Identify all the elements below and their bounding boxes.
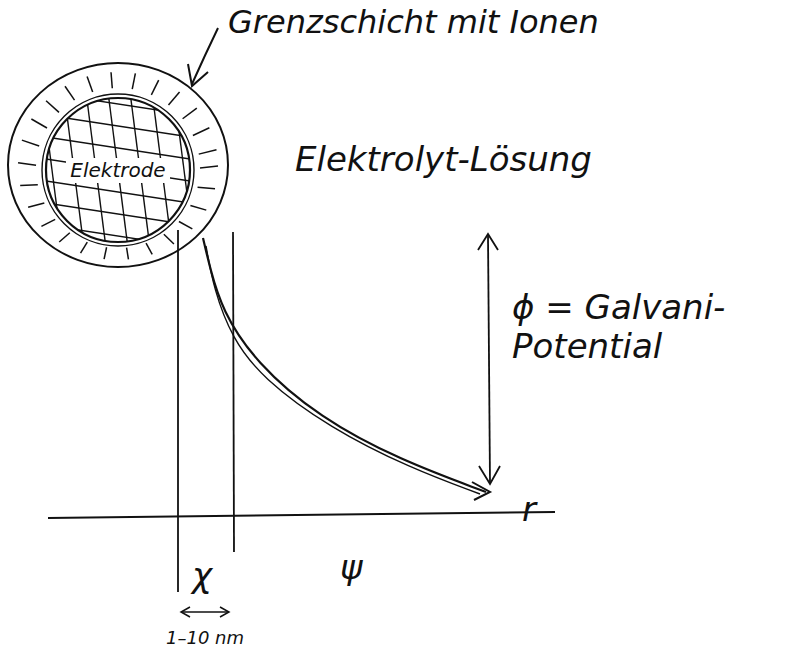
region-symbol: ψ xyxy=(340,548,362,587)
ion-tick xyxy=(41,219,55,226)
electrode-node: Elektrode xyxy=(66,158,169,183)
ion-tick xyxy=(151,80,158,95)
hatch-line xyxy=(0,92,18,248)
ion-tick xyxy=(190,206,206,211)
pointer-head xyxy=(188,64,208,86)
dimension-label: 1–10 nm xyxy=(166,628,244,649)
ion-tick xyxy=(146,243,152,254)
hatch-line xyxy=(40,246,196,270)
ion-tick xyxy=(81,242,88,253)
ion-tick xyxy=(59,233,70,242)
ion-tick xyxy=(22,140,39,146)
hatch-line xyxy=(40,92,196,116)
hatch-line xyxy=(40,70,196,94)
hatch-line xyxy=(40,136,196,160)
ion-tick xyxy=(65,86,75,100)
potential-label: ϕ = Galvani-Potential xyxy=(512,288,784,366)
ion-tick xyxy=(183,108,197,119)
hatch-line xyxy=(40,180,196,204)
region-line xyxy=(177,230,179,592)
dimension-arrow xyxy=(182,611,228,613)
potential-curve xyxy=(203,238,490,500)
hatch-line xyxy=(196,92,216,248)
electrode-outline-second xyxy=(42,94,194,246)
ion-tick xyxy=(168,92,179,105)
ion-tick xyxy=(111,72,112,88)
hatch-line xyxy=(40,224,196,248)
hatch-line xyxy=(40,268,196,292)
electrode-outline xyxy=(46,98,190,242)
ion-tick xyxy=(179,222,192,229)
ion-tick xyxy=(18,163,36,165)
ion-tick xyxy=(132,73,135,89)
callout-label: Grenzschicht mit Ionen xyxy=(228,4,599,41)
ion-tick xyxy=(28,203,44,207)
ion-tick xyxy=(164,234,174,244)
ion-tick xyxy=(104,247,107,259)
region-symbol: χ xyxy=(192,556,212,595)
ion-tick xyxy=(20,184,38,186)
boundary-layer-outline xyxy=(8,63,228,267)
ion-tick xyxy=(198,187,215,188)
potential-arrow-head xyxy=(478,234,498,250)
axis-label: r xyxy=(522,490,536,529)
region-line xyxy=(233,232,234,552)
ion-ticks xyxy=(18,72,218,259)
ion-tick xyxy=(193,128,209,136)
hatch-line xyxy=(20,92,40,248)
potential-curve-stroke xyxy=(206,246,480,494)
r-axis xyxy=(48,512,555,518)
hatch-line xyxy=(40,158,196,182)
electrode-label: Elektrode xyxy=(66,158,169,183)
dimension-arrow-head xyxy=(181,607,190,617)
region-label: Elektrolyt-Lösung xyxy=(295,140,592,179)
ion-tick xyxy=(127,248,129,260)
dimension-arrow-head xyxy=(220,607,229,617)
curve-arrow-head xyxy=(472,482,490,500)
hatch-line xyxy=(218,92,238,248)
potential-curve-stroke xyxy=(203,238,486,492)
potential-arrow xyxy=(488,236,490,482)
ion-tick xyxy=(87,77,93,92)
potential-arrow-head xyxy=(479,466,500,484)
ion-tick xyxy=(31,119,47,128)
ion-tick xyxy=(199,150,217,154)
hatch-line xyxy=(40,48,196,72)
ion-tick xyxy=(46,101,59,113)
ion-tick xyxy=(200,166,218,168)
electrode-hatching xyxy=(0,48,238,292)
